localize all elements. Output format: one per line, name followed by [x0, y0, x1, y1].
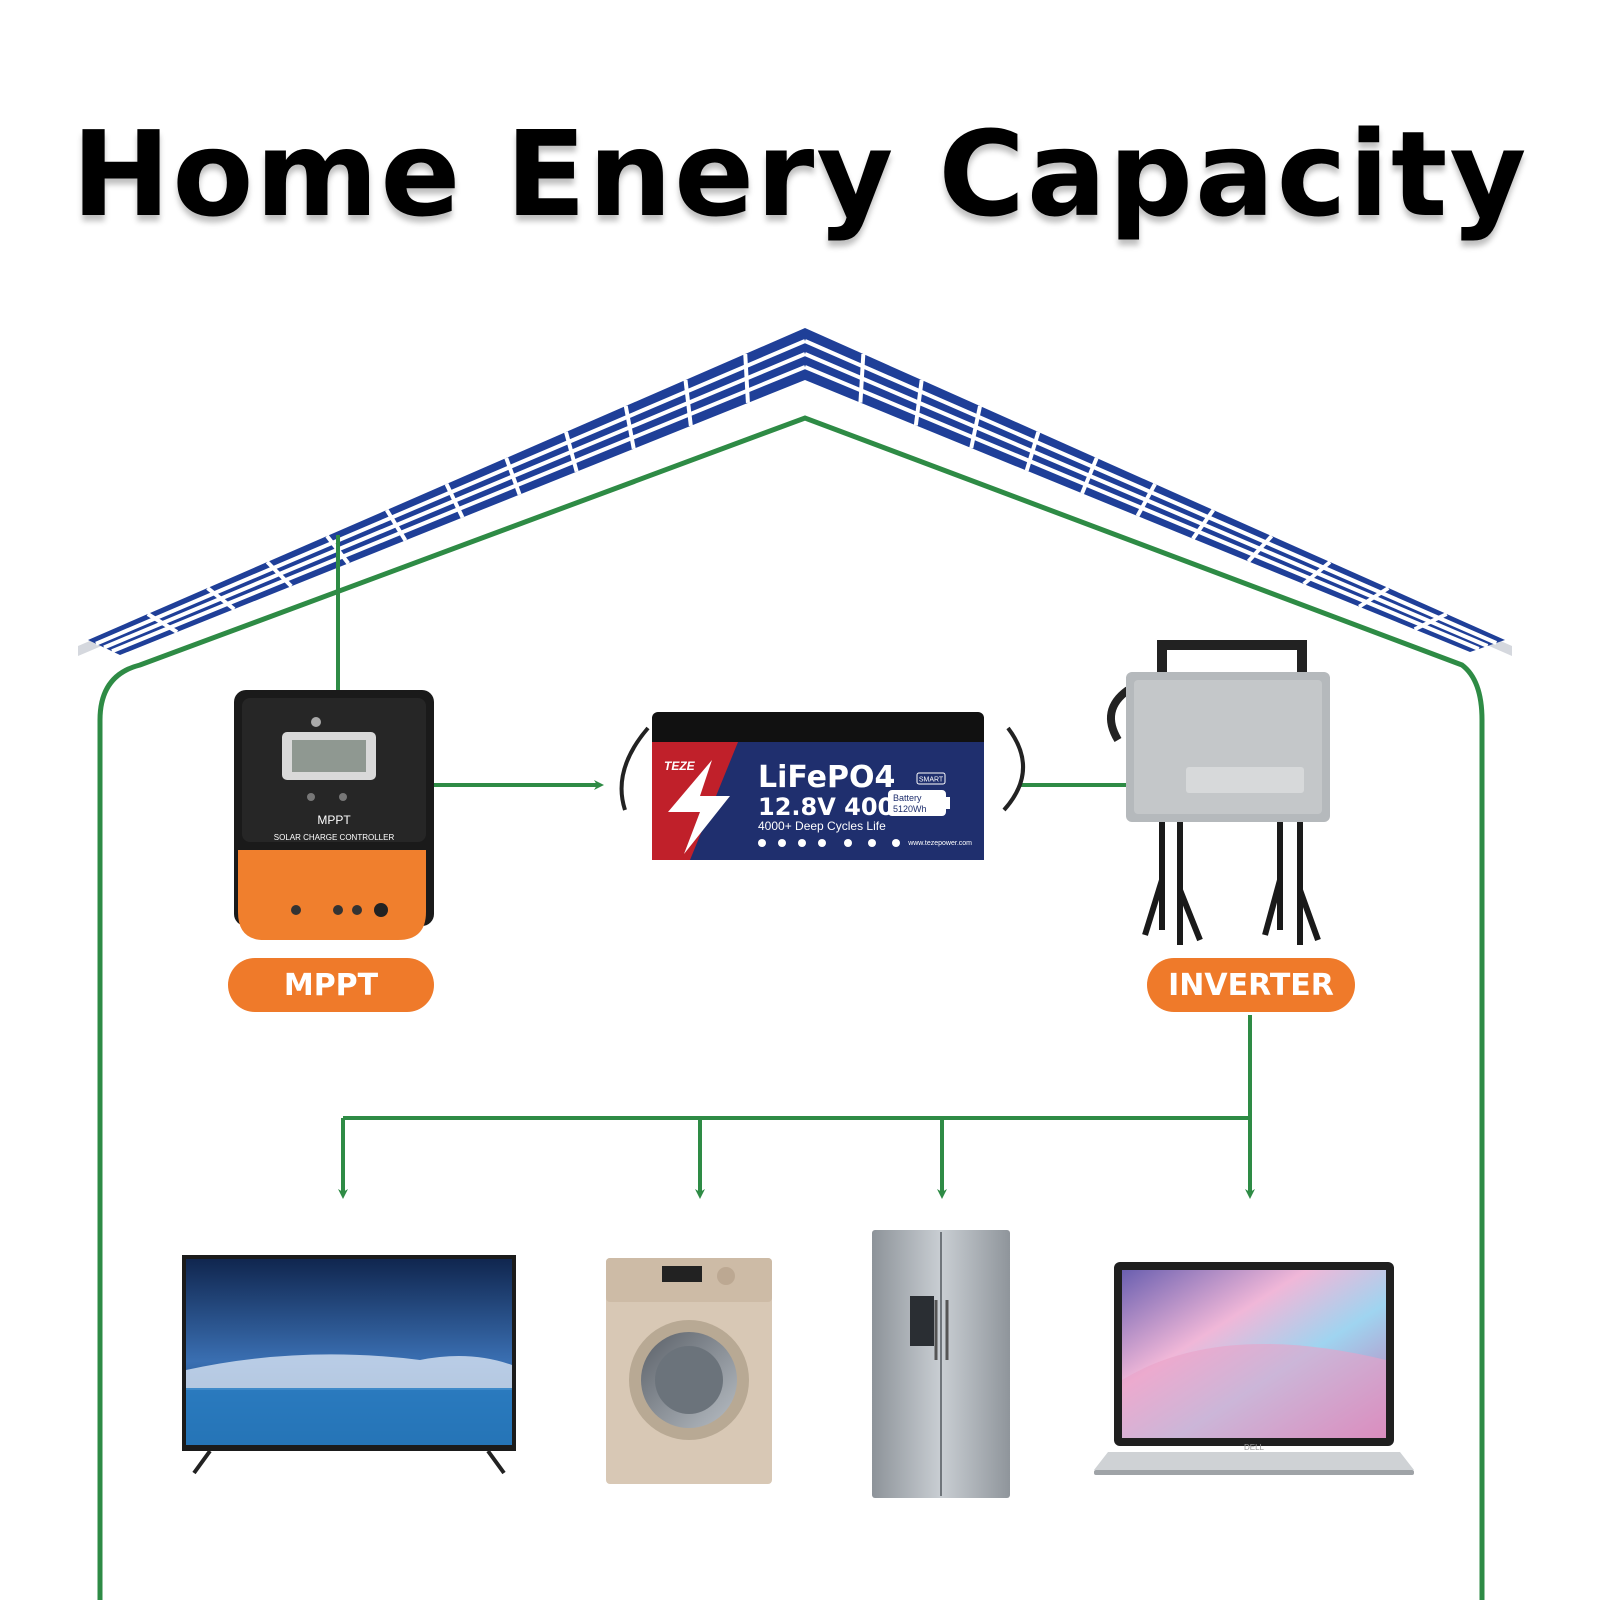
page-title: Home Enery Capacity — [71, 105, 1529, 243]
washing-machine-appliance — [606, 1258, 772, 1484]
laptop-appliance: DELL — [1094, 1262, 1414, 1475]
house-outline — [97, 415, 1485, 1600]
mppt-device-sublabel: SOLAR CHARGE CONTROLLER — [274, 833, 395, 842]
battery-cycles: 4000+ Deep Cycles Life — [758, 819, 886, 833]
mppt-device-label: MPPT — [317, 813, 351, 827]
battery-brand: TEZE — [664, 759, 696, 773]
lifepo4-battery: TEZE LiFePO4 12.8V 400AH SMART Battery 5… — [619, 712, 1025, 860]
tv-appliance — [182, 1255, 516, 1475]
mppt-controller: MPPT SOLAR CHARGE CONTROLLER — [234, 690, 434, 940]
solar-panel-roof — [78, 328, 1512, 656]
lightning-bolt-icon — [668, 760, 730, 854]
inverter-label: INVERTER — [1168, 968, 1334, 1003]
laptop-brand: DELL — [1244, 1443, 1265, 1452]
microinverter — [1106, 640, 1330, 945]
certification-icons — [758, 839, 900, 847]
battery-website: www.tezepower.com — [907, 840, 972, 847]
flow-lines — [333, 535, 1255, 1199]
battery-badge-smart: SMART — [919, 777, 944, 784]
battery-badge-energy: 5120Wh — [893, 804, 927, 814]
battery-badge-label: Battery — [893, 793, 922, 803]
battery-chemistry: LiFePO4 — [758, 760, 895, 795]
inverter-label-pill: INVERTER — [1147, 958, 1355, 1012]
refrigerator-appliance — [872, 1230, 1010, 1498]
mppt-label: MPPT — [284, 968, 379, 1003]
mppt-label-pill: MPPT — [228, 958, 434, 1012]
